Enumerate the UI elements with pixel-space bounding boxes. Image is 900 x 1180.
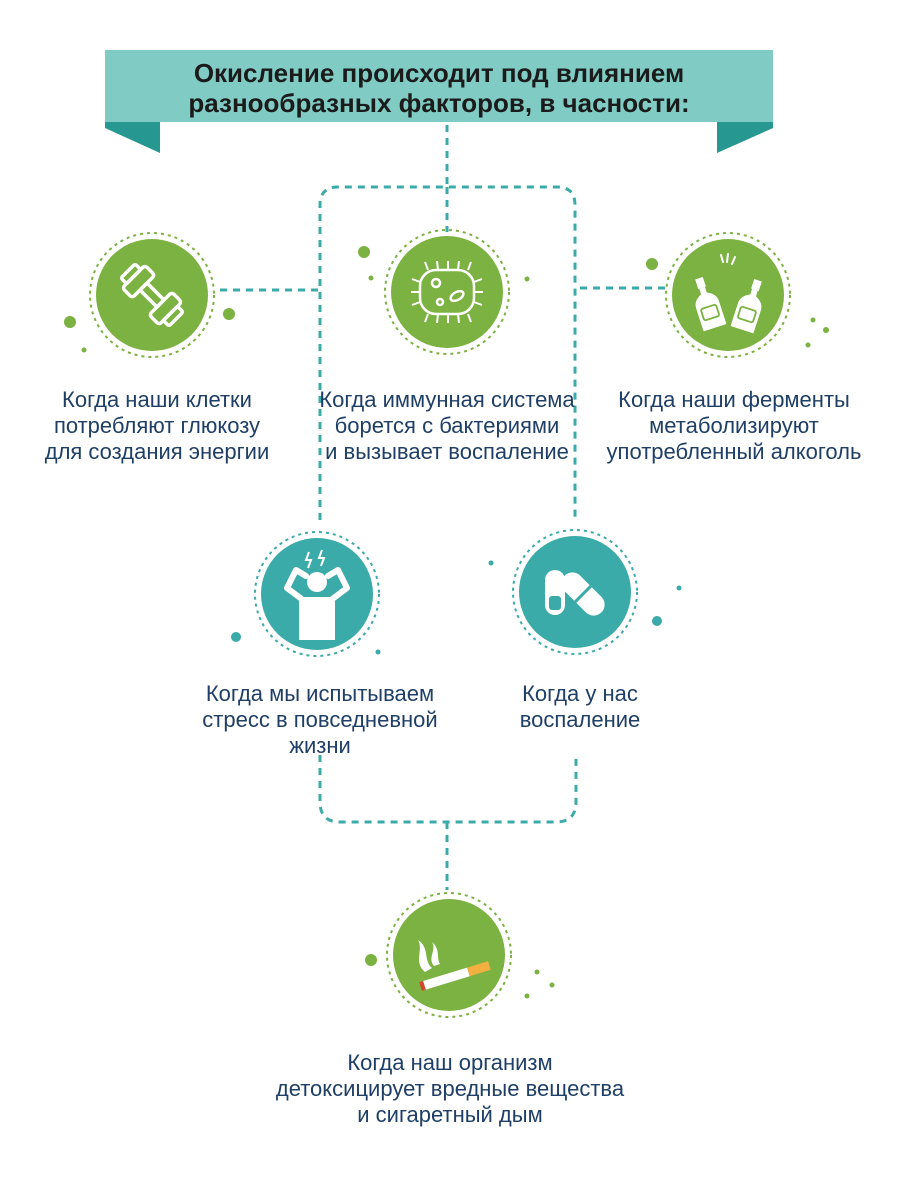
- caption-line: и вызывает воспаление: [325, 439, 569, 464]
- caption-line: Когда наш организм: [347, 1050, 553, 1075]
- caption-line: Когда у нас: [522, 681, 638, 706]
- factor-node-smoke: [386, 892, 512, 1018]
- factor-caption-glucose: Когда наши клетки потребляют глюкозу для…: [22, 387, 292, 465]
- factor-node-inflammation: [512, 529, 638, 655]
- pills-icon: [545, 570, 605, 616]
- bottles-icon: [695, 253, 762, 334]
- dumbbell-icon: [119, 262, 185, 328]
- cigarette-icon: [418, 940, 491, 991]
- connector-lines: [220, 125, 665, 890]
- factor-node-glucose: [89, 232, 215, 358]
- caption-line: и сигаретный дым: [357, 1102, 543, 1127]
- page-title: Окисление происходит под влиянием разноо…: [105, 58, 773, 118]
- caption-line: Когда наши ферменты: [618, 387, 850, 412]
- caption-line: воспаление: [519, 707, 641, 732]
- factor-caption-stress: Когда мы испытываем стресс в повседневно…: [180, 681, 460, 759]
- caption-line: употребленный алкоголь: [606, 439, 862, 464]
- factor-node-stress: [254, 531, 380, 657]
- caption-line: детоксицирует вредные вещества: [275, 1076, 625, 1101]
- caption-line: метаболизируют: [649, 413, 819, 438]
- title-banner: [105, 50, 773, 153]
- caption-line: борется с бактериями: [334, 413, 560, 438]
- page-title-line-1: Окисление происходит под влиянием: [193, 58, 685, 88]
- decor-dots: [64, 246, 829, 999]
- caption-line: Когда иммунная система: [319, 387, 575, 412]
- page-title-line-2: разнообразных факторов, в часности:: [188, 88, 690, 118]
- caption-line: стресс в повседневной: [202, 707, 438, 732]
- factor-caption-inflammation: Когда у нас воспаление: [470, 681, 690, 733]
- factor-caption-immune: Когда иммунная система борется с бактери…: [302, 387, 592, 465]
- bacteria-icon: [411, 260, 483, 324]
- caption-line: для создания энергии: [44, 439, 270, 464]
- caption-line: Когда мы испытываем: [205, 681, 435, 706]
- caption-line: потребляют глюкозу: [53, 413, 261, 438]
- factor-caption-smoke: Когда наш организм детоксицирует вредные…: [240, 1050, 660, 1128]
- caption-line: жизни: [289, 733, 351, 758]
- factor-node-immune: [384, 229, 510, 355]
- factor-node-alcohol: [665, 232, 791, 358]
- caption-line: Когда наши клетки: [62, 387, 252, 412]
- factor-caption-alcohol: Когда наши ферменты метаболизируют употр…: [588, 387, 880, 465]
- stressed-person-icon: [284, 549, 350, 640]
